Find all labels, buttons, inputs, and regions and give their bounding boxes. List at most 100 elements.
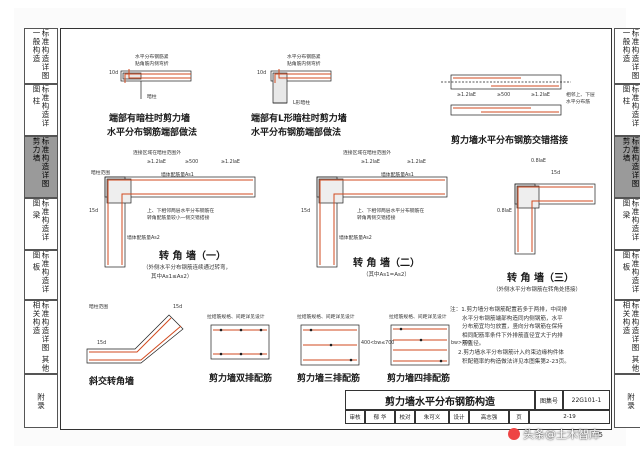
d4-sub-1: （外侧水平分布钢筋连续通过转弯， (143, 265, 232, 271)
d7-note-2: 15d (173, 305, 183, 310)
left-tab-柱[interactable]: 标准构造详图 柱 (24, 84, 58, 136)
d1-title-1: 端部有暗柱时剪力墙 (109, 114, 191, 124)
left-tab-附录[interactable]: 附录 (24, 374, 58, 428)
d6-title: 转 角 墙（三） (507, 273, 574, 284)
right-tab-柱[interactable]: 标准构造详图 柱 (614, 84, 640, 136)
d4-note-9: 暗柱范围 (91, 171, 111, 176)
left-tab-板[interactable]: 标准构造详图 板 (24, 250, 58, 300)
d4-note-7: 转角配筋量较小一侧交错搭接 (147, 216, 210, 221)
title-block: 剪力墙水平分布钢筋构造 图集号 22G101-1 审核郁 华校对朱可义设计高志强… (345, 390, 610, 428)
d4-note-5: 墙体配筋量As1 (161, 173, 194, 178)
d4-title: 转 角 墙（一） (159, 251, 226, 262)
d10-title: 剪力墙四排配筋 (387, 374, 451, 384)
design-notes: 注：1.剪力墙分布钢筋配置若多于两排，中间排水平分布钢筋端部构造同内侧钢筋，水平… (450, 306, 600, 366)
watermark: 头条@土木智库 (508, 426, 600, 442)
note-line: 相同配筋率条件下外排筋直径宜大于内排 (462, 332, 563, 339)
left-tab-梁[interactable]: 标准构造详图 梁 (24, 198, 58, 250)
left-tab-label: 标准构造详图 梁 (32, 199, 50, 242)
d2-note-3: L形暗柱 (293, 101, 311, 106)
d6-sub-1: （外侧水平分布钢筋在转角处搭接） (493, 287, 582, 293)
note-line: 积配箍率的构造做法详见本图集第2-23页。 (462, 358, 570, 365)
left-index-tabs: 标准构造详图 一般构造标准构造详图 柱标准构造详图 剪力墙标准构造详图 梁标准构… (24, 28, 58, 428)
d10-note-2: bw>700 (451, 341, 472, 346)
d10-note-1: 拉结筋规格、间距详见设计 (389, 315, 447, 320)
right-tab-label: 附录 (626, 392, 636, 410)
drawing-frame: 水平分布钢筋紧 贴角筋内侧弯折 暗柱 10d 端部有暗柱时剪力墙 水平分布钢筋端… (60, 28, 612, 430)
signature-cell: 校对 (395, 410, 415, 424)
d3-note-5: 水平分布筋 (566, 100, 590, 105)
d5-sub-1: （其中As1=As2） (363, 272, 410, 278)
left-tab-一般构造[interactable]: 标准构造详图 一般构造 (24, 28, 58, 84)
d5-note-6: 转角两侧交错搭接 (357, 216, 396, 221)
d4-sub-2: 其中As1≤As2） (151, 274, 193, 280)
d2-title-2: 水平分布钢筋端部做法 (251, 128, 342, 138)
note-line: 筋直径。 (462, 341, 485, 348)
right-tab-板[interactable]: 标准构造详图 板 (614, 250, 640, 300)
d5-note-1: 连接区域在暗柱范围外 (343, 151, 391, 156)
d9-note-2: 400<bw≤700 (361, 341, 395, 346)
d9-title: 剪力墙三排配筋 (297, 374, 361, 384)
d8-note-1: 拉结筋规格、间距详见设计 (207, 315, 265, 320)
d2-note-1: 水平分布钢筋紧 (287, 55, 321, 60)
d1-note-1: 水平分布钢筋紧 (135, 55, 169, 60)
signature-cell: 高志强 (469, 410, 509, 424)
d7-title: 斜交转角墙 (89, 377, 135, 387)
d6-note-1: 0.8laE (531, 159, 546, 164)
right-tab-label: 标准构造详图 柱 (622, 85, 640, 128)
d1-note-3: 暗柱 (147, 95, 157, 100)
d3-note-4: 相邻上、下层 (566, 93, 595, 98)
d3-note-2: ≥500 (497, 93, 511, 98)
left-tab-label: 标准构造详图 一般构造 (32, 29, 50, 80)
note-line: 2.剪力墙水平分布钢筋计入约束边缘构件体 (458, 349, 565, 356)
left-tab-label: 标准构造详图 其他相关构造 (32, 301, 50, 373)
d2-note-2: 贴角筋内侧弯折 (287, 62, 321, 67)
left-tab-label: 标准构造详图 柱 (32, 85, 50, 128)
d7-note-3: 15d (97, 341, 107, 346)
d1-note-4: 10d (109, 71, 119, 76)
d2-note-4: 10d (257, 71, 267, 76)
signature-cell: 审核 (345, 410, 365, 424)
right-tab-梁[interactable]: 标准构造详图 梁 (614, 198, 640, 250)
right-tab-剪力墙[interactable]: 标准构造详图 剪力墙 (614, 136, 640, 198)
signature-cell: 页 (509, 410, 529, 424)
right-tab-label: 标准构造详图 梁 (622, 199, 640, 242)
right-tab-label: 标准构造详图 一般构造 (622, 29, 640, 80)
atlas-no-label: 图集号 (535, 390, 563, 410)
right-tab-其他相关构造[interactable]: 标准构造详图 其他相关构造 (614, 300, 640, 374)
d3-note-1: ≥1.2laE (457, 93, 476, 98)
d4-note-8: 墙体配筋量As2 (127, 236, 160, 241)
left-tab-剪力墙[interactable]: 标准构造详图 剪力墙 (24, 136, 58, 198)
d3-note-3: ≥1.2laE (531, 93, 550, 98)
d7-note-1: 暗柱范围 (89, 305, 109, 310)
d1-note-2: 贴角筋内侧弯折 (135, 62, 169, 67)
d4-note-2: ≥1.2laE (147, 160, 166, 165)
toutiao-logo-icon (508, 428, 520, 440)
d9-note-1: 拉结筋规格、间距详见设计 (297, 315, 355, 320)
right-tab-label: 标准构造详图 其他相关构造 (622, 301, 640, 373)
d5-note-7: 墙体配筋量As2 (339, 236, 372, 241)
note-line: 分布筋宜均匀放置，竖向分布钢筋在保持 (462, 324, 563, 331)
d5-note-8: 15d (301, 209, 311, 214)
d6-note-3: 15d (551, 171, 561, 176)
d4-note-10: 15d (89, 209, 99, 214)
d4-note-3: ≥500 (185, 160, 199, 165)
right-tab-一般构造[interactable]: 标准构造详图 一般构造 (614, 28, 640, 84)
signature-cell: 设计 (449, 410, 469, 424)
d2-title-1: 端部有L形暗柱时剪力墙 (251, 114, 347, 124)
page-number: 75 (594, 431, 603, 439)
drawing-sheet: 标准构造详图 一般构造标准构造详图 柱标准构造详图 剪力墙标准构造详图 梁标准构… (14, 8, 640, 446)
left-tab-label: 附录 (36, 392, 46, 410)
note-line: 注：1.剪力墙分布钢筋配置若多于两排，中间排 (450, 307, 568, 313)
signature-cell: 2-19 (529, 410, 610, 424)
d5-note-4: 墙体配筋量As1 (381, 173, 414, 178)
d3-title: 剪力墙水平分布钢筋交错搭接 (451, 136, 569, 146)
d4-note-4: ≥1.2laE (221, 160, 240, 165)
right-tab-附录[interactable]: 附录 (614, 374, 640, 428)
d5-note-3: ≥1.2laE (407, 160, 426, 165)
left-tab-其他相关构造[interactable]: 标准构造详图 其他相关构造 (24, 300, 58, 374)
note-line: 水平分布钢筋端部构造同内侧钢筋，水平 (462, 315, 563, 322)
left-tab-label: 标准构造详图 板 (32, 251, 50, 294)
d6-note-2: 0.8laE (497, 209, 512, 214)
drawing-title: 剪力墙水平分布钢筋构造 (345, 390, 535, 410)
